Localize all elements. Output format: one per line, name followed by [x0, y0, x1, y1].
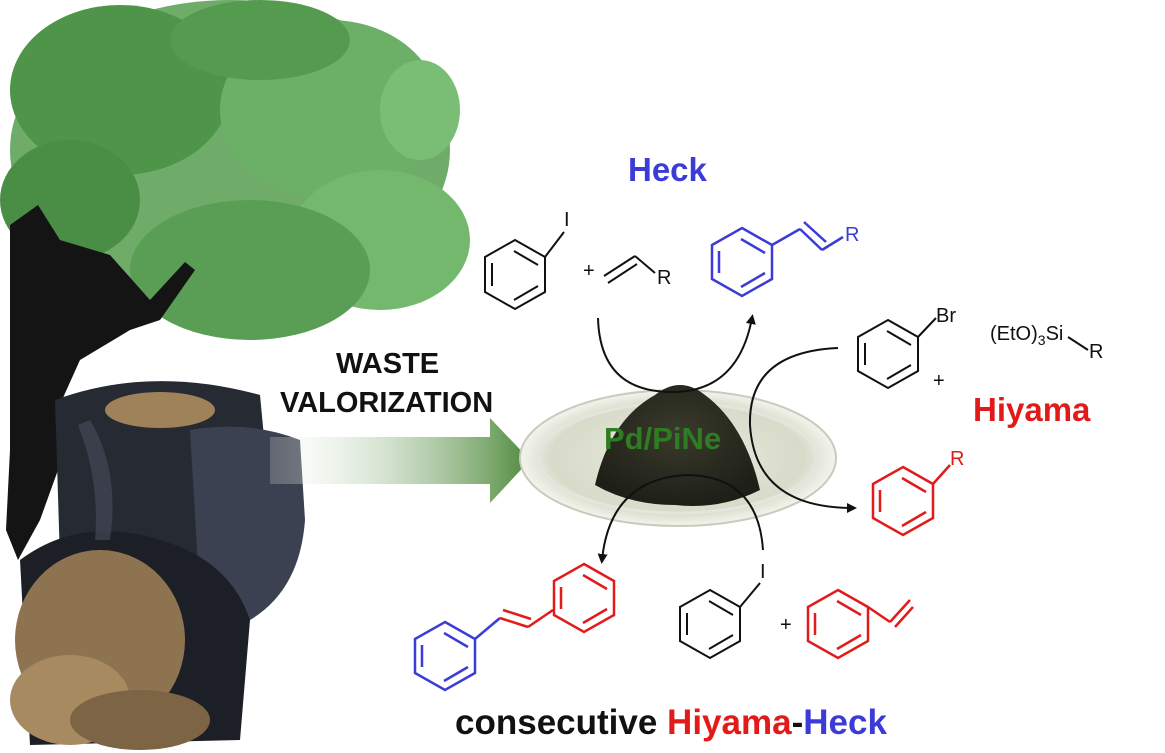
iodine-top: I: [564, 209, 570, 231]
stilbene-product: [413, 562, 616, 692]
iodobenzene-top: [484, 231, 565, 311]
hiyama-product: [871, 464, 951, 537]
iodobenzene-bottom: [679, 582, 761, 660]
alkene-r: [603, 255, 656, 284]
waste-line-1: WASTE: [336, 348, 440, 380]
silane-bond: [1067, 336, 1089, 351]
bottom-heck: Heck: [803, 703, 887, 742]
iodine-bottom: I: [760, 561, 766, 583]
heck-arrow: [597, 314, 756, 394]
plus-top: +: [583, 260, 595, 282]
waste-line-2: VALORIZATION: [280, 387, 494, 420]
catalyst-label: Pd/PiNe: [604, 421, 722, 456]
r-top: R: [657, 267, 672, 289]
styrene: [806, 588, 914, 660]
bromine: Br: [936, 305, 956, 327]
r-heck-product: R: [845, 224, 860, 246]
hiyama-label: Hiyama: [973, 391, 1091, 428]
waste-valorization-label: WASTE VALORIZATION: [280, 345, 494, 423]
hiyama-arrow: [748, 347, 857, 513]
plus-middle: +: [933, 370, 945, 392]
tree-foliage: [0, 0, 470, 340]
heck-label: Heck: [628, 151, 707, 188]
r-hiyama-product: R: [950, 448, 965, 470]
bottom-title: consecutive Hiyama-Heck: [455, 705, 887, 740]
silane: (EtO)3Si: [990, 323, 1064, 348]
bottom-prefix: consecutive: [455, 703, 668, 742]
waste-valorization-arrow: [270, 418, 530, 503]
hiyama-heck-arrow: [597, 473, 764, 564]
tree-trunk: [6, 205, 195, 560]
bromobenzene: [857, 317, 937, 390]
bottom-dash: -: [791, 703, 804, 742]
plus-bottom: +: [780, 614, 792, 636]
r-silane: R: [1089, 341, 1104, 363]
catalyst-dish: [519, 385, 837, 527]
bottom-hiyama: Hiyama: [667, 703, 792, 742]
reaction-arrows: [597, 314, 857, 564]
heck-product: [710, 221, 844, 298]
